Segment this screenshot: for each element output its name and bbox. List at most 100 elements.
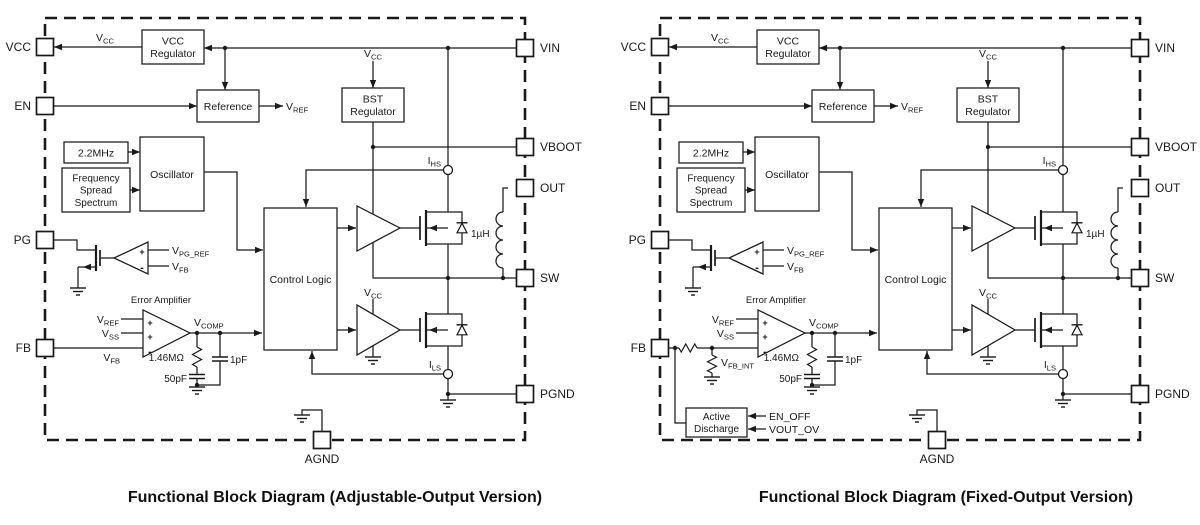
ic-boundary — [658, 16, 1142, 442]
text-label: Regulator — [765, 48, 811, 60]
ls-driver-ground — [365, 356, 381, 365]
signal-label-en-off: EN_OFF — [769, 411, 810, 423]
pin-fb: FB — [631, 338, 670, 358]
pin-pg: PG — [629, 230, 670, 250]
inductor-coil — [1110, 211, 1119, 269]
pg-mosfet — [83, 245, 101, 271]
pin-fb: FB — [16, 338, 55, 358]
net-label-vcc-lsdrv: VCC — [364, 287, 382, 301]
block-control-logic: Control Logic — [263, 207, 338, 351]
text-label: Oscillator — [765, 169, 809, 181]
pin-label-pg: PG — [629, 233, 646, 247]
net-label-vpg-ref: VPG_REF — [172, 245, 210, 259]
ils-sense-circle — [1057, 368, 1069, 380]
net-label-vcomp: VCOMP — [809, 317, 839, 331]
pin-label-vin: VIN — [1155, 41, 1175, 55]
hs-gate-driver — [356, 204, 402, 253]
net-label-vref-ea: VREF — [97, 314, 119, 328]
text-label: Frequency — [72, 173, 119, 184]
pin-agnd: AGND — [305, 430, 340, 466]
text-label: Oscillator — [150, 169, 194, 181]
inductor-value: 1µH — [471, 229, 490, 240]
net-label-vss: VSS — [102, 328, 119, 342]
pg-mosfet — [698, 245, 716, 271]
pin-label-en: EN — [629, 99, 646, 113]
pin-vboot: VBOOT — [1130, 137, 1198, 157]
block-control-logic: Control Logic — [878, 207, 953, 351]
pin-label-agnd: AGND — [920, 452, 955, 466]
net-label-vpg-ref: VPG_REF — [787, 245, 825, 259]
pin-label-out: OUT — [540, 181, 566, 195]
net-label-vfb: VFB — [103, 352, 120, 366]
error-amplifier — [142, 308, 192, 359]
text-label: + — [754, 247, 759, 257]
pg-comparator — [112, 241, 149, 275]
agnd-ground — [294, 414, 310, 423]
text-label: - — [148, 346, 152, 358]
text-label: + — [762, 332, 767, 342]
pin-agnd: AGND — [920, 430, 955, 466]
pin-vin: VIN — [1130, 38, 1175, 58]
text-label: Control Logic — [885, 274, 947, 286]
pgnd-ground — [440, 399, 456, 408]
pin-vcc: VCC — [6, 37, 55, 57]
comp-ground — [189, 386, 205, 395]
ic-boundary — [43, 16, 527, 442]
body-diode — [456, 221, 468, 234]
text-label: 2.2MHz — [693, 147, 729, 159]
ils-sense-circle — [442, 368, 454, 380]
comp-resistor-value: 1.46MΩ — [149, 353, 185, 364]
text-label: Frequency — [687, 173, 734, 184]
caption-adjustable: Functional Block Diagram (Adjustable-Out… — [127, 489, 543, 506]
inductor-value: 1µH — [1086, 229, 1105, 240]
pin-label-fb: FB — [631, 341, 646, 355]
error-amplifier-label: Error Amplifier — [746, 295, 806, 306]
pin-label-sw: SW — [540, 271, 560, 285]
pin-label-out: OUT — [1155, 181, 1181, 195]
hs-mosfet — [1034, 210, 1063, 246]
text-label: Reference — [819, 101, 868, 113]
text-label: Control Logic — [270, 274, 332, 286]
block-oscillator: Oscillator — [754, 136, 820, 212]
text-label: + — [147, 318, 152, 328]
text-label: Spectrum — [75, 198, 118, 209]
pin-label-fb: FB — [16, 341, 31, 355]
comp-capacitor-value: 50pF — [164, 374, 187, 385]
text-label: - — [763, 346, 767, 358]
text-label: Active — [703, 412, 731, 423]
ls-gate-driver — [356, 303, 402, 357]
pin-vcc: VCC — [621, 37, 670, 57]
fb-divider-ground — [704, 376, 720, 385]
pin-label-vcc: VCC — [6, 40, 32, 54]
text-label: Spread — [695, 186, 727, 197]
pg-fet-ground — [685, 287, 701, 296]
error-amplifier — [757, 308, 807, 359]
text-label: Regulator — [150, 48, 196, 60]
text-label: Regulator — [350, 106, 396, 118]
pin-out: OUT — [515, 178, 566, 198]
text-label: Reference — [204, 101, 253, 113]
pin-en: EN — [14, 96, 55, 116]
diagram-adjustable: VFBVCCRegulatorReferenceBSTRegulator2.2M… — [6, 16, 583, 466]
agnd-ground — [909, 414, 925, 423]
ls-driver-ground — [980, 356, 996, 365]
hs-mosfet — [419, 210, 448, 246]
net-label-vcc-bst: VCC — [979, 48, 997, 62]
block-2p2mhz: 2.2MHz — [63, 141, 129, 164]
pin-label-vboot: VBOOT — [540, 140, 583, 154]
text-label: + — [139, 247, 144, 257]
text-label: 2.2MHz — [78, 147, 114, 159]
text-label: Discharge — [694, 424, 739, 435]
text-label: - — [140, 262, 144, 274]
text-label: Spread — [80, 186, 112, 197]
caption-fixed: Functional Block Diagram (Fixed-Output V… — [758, 489, 1134, 506]
block-oscillator: Oscillator — [139, 136, 205, 212]
net-label-vref: VREF — [901, 101, 923, 115]
body-diode — [456, 323, 468, 336]
